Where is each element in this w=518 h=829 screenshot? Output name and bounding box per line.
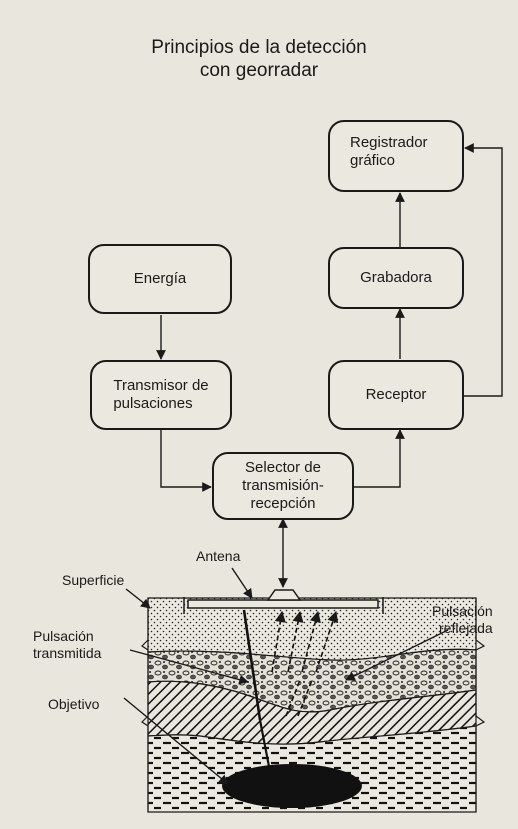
box-transmisor-pulsaciones: Transmisor de pulsaciones [90,360,232,430]
leader-superficie [125,588,151,609]
arrow-receptor-to-registrador [463,143,503,397]
label-pulsacion-transmitida-line-1: Pulsación [33,628,94,644]
box-grabadora: Grabadora [328,247,464,309]
box-transmisor-line-1: Transmisor de [113,377,209,394]
box-selector-transmision-recepcion: Selector de transmisión- recepción [212,452,354,520]
antenna-bar [187,599,379,609]
label-pulsacion-reflejada-line-1: Pulsación [432,603,493,619]
box-transmisor-line-2: pulsaciones [113,395,193,412]
label-objetivo: Objetivo [48,696,100,712]
label-antena: Antena [196,548,241,564]
title-line-2: con georradar [199,60,319,81]
label-pulsacion-reflejada-line-2: reflejada [439,620,493,636]
ground-right-edge [475,598,486,812]
box-energia: Energía [88,244,232,314]
box-selector-line-1: Selector de [245,459,321,476]
box-receptor-label: Receptor [365,386,427,403]
leader-pulsacion-reflejada [345,629,449,681]
title-line-1: Principios de la detección [151,37,367,58]
box-grabadora-label: Grabadora [360,269,432,286]
arrow-transmisor-to-selector [160,430,212,492]
box-selector-line-3: recepción [250,495,316,512]
target-object [222,764,362,808]
antenna-assembly [183,589,384,614]
box-energia-label: Energía [133,270,187,287]
box-selector-line-2: transmisión- [242,477,324,494]
connector-lines [156,143,503,588]
leader-objetivo [123,697,229,785]
arrow-selector-to-receptor [352,429,405,488]
label-superficie: Superficie [62,572,125,588]
leader-antena [231,567,253,599]
ground-left-edge [141,598,149,812]
label-pulsacion-reflejada: Pulsación reflejada [432,603,493,637]
reflected-pulses [271,610,339,717]
transmitted-pulse [242,609,274,783]
box-registrador-line-2: gráfico [350,152,396,169]
diagram-title: Principios de la detección con georradar [0,36,518,82]
leader-pulsacion-transmitida [129,649,249,685]
antenna-housing [266,589,302,601]
label-pulsacion-transmitida-line-2: transmitida [33,645,102,661]
box-receptor: Receptor [328,360,464,430]
leader-lines [123,567,449,785]
label-pulsacion-transmitida: Pulsación transmitida [33,628,101,662]
box-registrador-grafico: Registrador gráfico [328,120,464,192]
box-registrador-line-1: Registrador [350,134,428,151]
